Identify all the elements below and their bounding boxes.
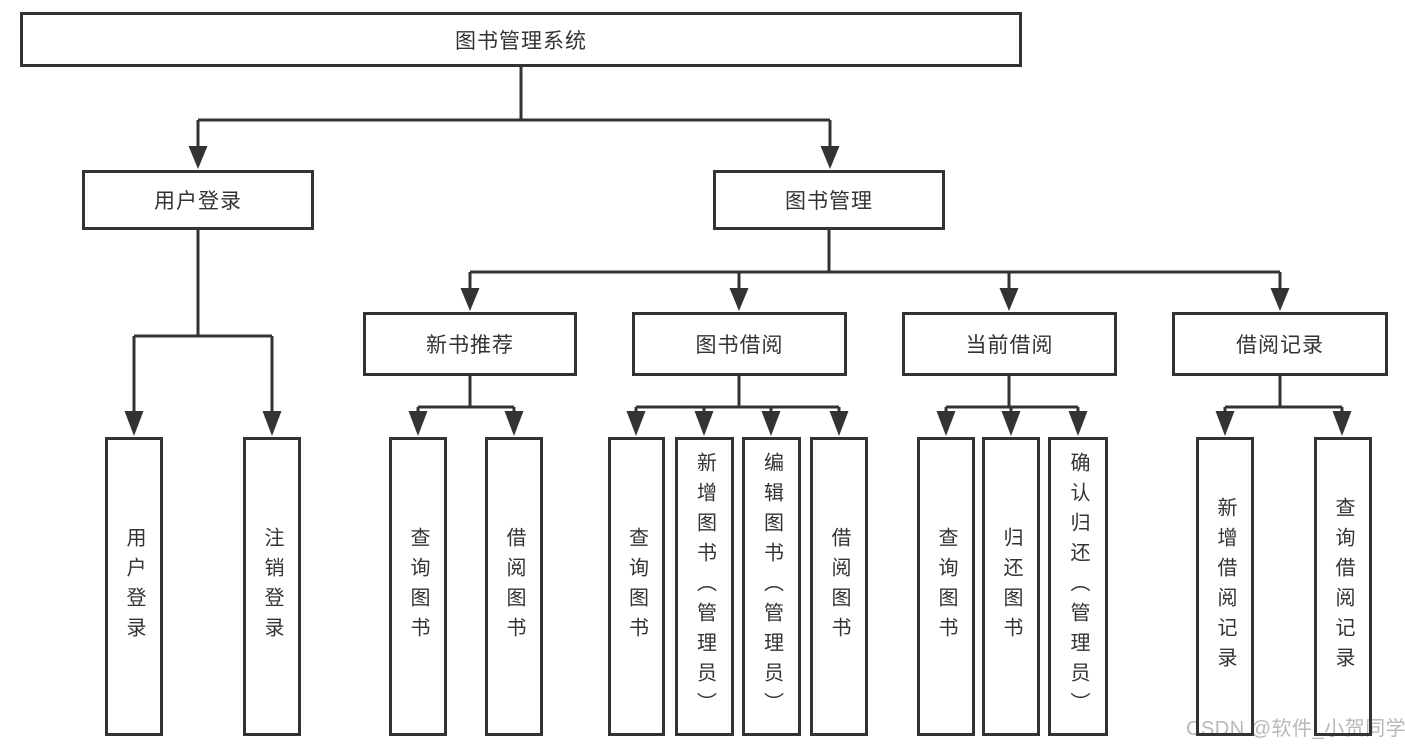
leaf-logout-label: 注销登录	[261, 526, 283, 647]
leaf-br-query-record-label: 查询借阅记录	[1332, 496, 1354, 677]
node-book-borrow-label: 图书借阅	[695, 334, 784, 357]
arrowhead-nbr-borrow	[504, 411, 524, 436]
node-root-system: 图书管理系统	[20, 12, 1022, 67]
arrowhead-bb-borrow	[829, 411, 849, 436]
arrowhead-cb-confirm	[1068, 411, 1088, 436]
leaf-user-login-label: 用户登录	[123, 526, 145, 647]
arrowhead-nbr-query	[408, 411, 428, 436]
leaf-cb-confirm-return-admin-label: 确认归还（管理员）	[1067, 451, 1089, 722]
leaf-cb-return-books-label: 归还图书	[1000, 526, 1022, 647]
node-current-borrow-label: 当前借阅	[965, 334, 1054, 357]
leaf-cb-confirm-return-admin: 确认归还（管理员）	[1048, 437, 1108, 736]
arrowhead-new-book-recommend	[460, 288, 480, 311]
arrowhead-book-management	[820, 146, 840, 169]
leaf-bb-add-books-admin: 新增图书（管理员）	[675, 437, 734, 736]
arrowhead-leaf-logout	[262, 411, 282, 436]
node-root-system-label: 图书管理系统	[455, 29, 587, 53]
connector-root-to-level2	[196, 67, 832, 148]
leaf-nbr-query-books-label: 查询图书	[407, 526, 429, 647]
arrowhead-br-add	[1215, 411, 1235, 436]
arrowhead-bb-query	[626, 411, 646, 436]
arrowhead-cb-query	[936, 411, 956, 436]
leaf-logout: 注销登录	[243, 437, 301, 736]
node-book-management-label: 图书管理	[785, 190, 873, 213]
leaf-bb-add-books-admin-label: 新增图书（管理员）	[693, 451, 716, 722]
connector-book-borrow-branch	[634, 376, 841, 413]
arrowhead-borrow-records	[1270, 288, 1290, 311]
leaf-cb-query-books-label: 查询图书	[935, 526, 957, 647]
leaf-nbr-borrow-books: 借阅图书	[485, 437, 543, 736]
node-book-borrow: 图书借阅	[632, 312, 847, 376]
arrowhead-bb-edit	[761, 411, 781, 436]
arrowhead-leaf-user-login	[124, 411, 144, 436]
node-user-login-label: 用户登录	[154, 190, 242, 213]
leaf-nbr-query-books: 查询图书	[389, 437, 447, 736]
leaf-cb-query-books: 查询图书	[917, 437, 975, 736]
leaf-bb-edit-books-admin: 编辑图书（管理员）	[742, 437, 801, 736]
arrowhead-user-login	[188, 146, 208, 169]
node-borrow-records: 借阅记录	[1172, 312, 1388, 376]
node-current-borrow: 当前借阅	[902, 312, 1117, 376]
node-new-book-recommend-label: 新书推荐	[426, 334, 514, 357]
node-book-management: 图书管理	[713, 170, 945, 230]
arrowhead-current-borrow	[999, 288, 1019, 311]
leaf-br-add-record: 新增借阅记录	[1196, 437, 1254, 736]
leaf-cb-return-books: 归还图书	[982, 437, 1040, 736]
connector-new-book-recommend-branch	[416, 376, 516, 413]
connector-book-management-branch	[468, 230, 1282, 290]
arrowhead-book-borrow	[729, 288, 749, 311]
arrowhead-br-query	[1332, 411, 1352, 436]
node-borrow-records-label: 借阅记录	[1236, 334, 1324, 357]
connector-borrow-records-branch	[1223, 376, 1344, 413]
leaf-br-add-record-label: 新增借阅记录	[1214, 496, 1236, 677]
leaf-bb-query-books-label: 查询图书	[625, 526, 648, 647]
leaf-bb-edit-books-admin-label: 编辑图书（管理员）	[760, 451, 783, 722]
leaf-user-login: 用户登录	[105, 437, 163, 736]
arrowhead-cb-return	[1001, 411, 1021, 436]
leaf-nbr-borrow-books-label: 借阅图书	[503, 526, 525, 647]
connector-current-borrow-branch	[944, 376, 1080, 413]
arrowhead-bb-add	[694, 411, 714, 436]
leaf-bb-query-books: 查询图书	[608, 437, 665, 736]
leaf-bb-borrow-books-label: 借阅图书	[828, 526, 850, 647]
node-user-login: 用户登录	[82, 170, 314, 230]
watermark-text: CSDN @软件_小贺同学	[1186, 718, 1405, 740]
connector-user-login-branch	[132, 230, 274, 413]
leaf-bb-borrow-books: 借阅图书	[810, 437, 868, 736]
node-new-book-recommend: 新书推荐	[363, 312, 577, 376]
leaf-br-query-record: 查询借阅记录	[1314, 437, 1372, 736]
